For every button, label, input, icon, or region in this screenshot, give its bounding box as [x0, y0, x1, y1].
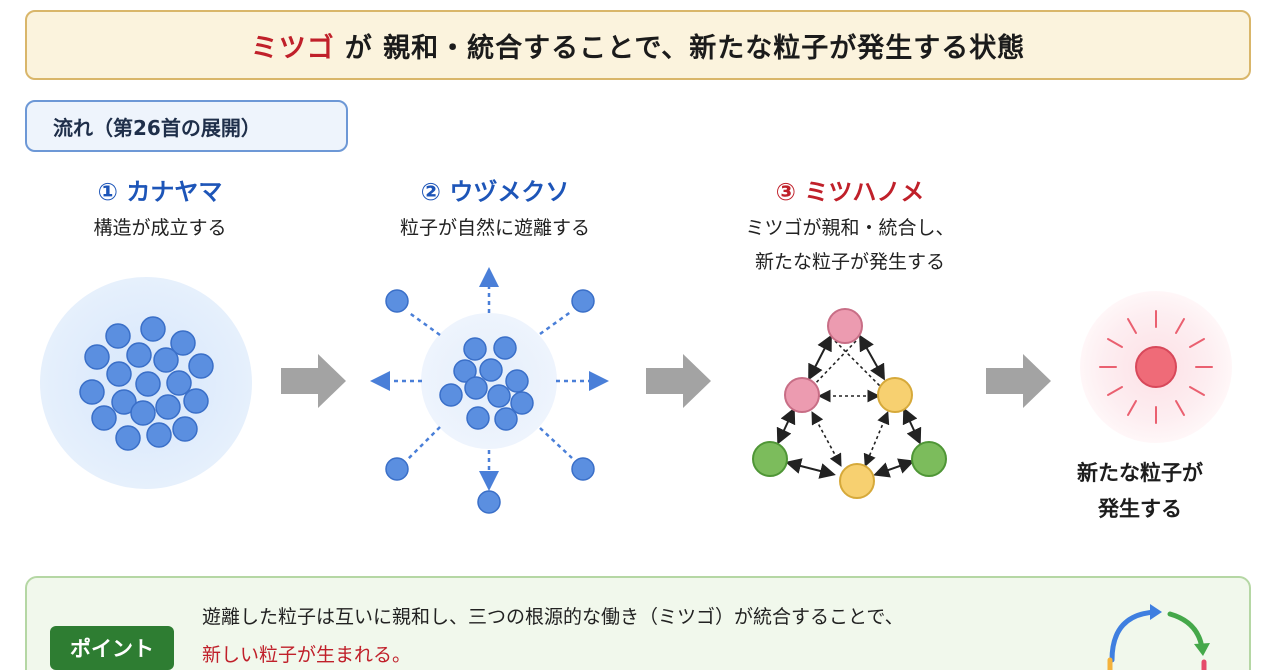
- step3-desc-line2: 新たな粒子が発生する: [754, 251, 945, 273]
- step1-desc: 構造が成立する: [93, 217, 227, 239]
- structure-particles: [79, 316, 214, 451]
- point-text-line2: 新しい粒子が生まれる。: [202, 644, 412, 666]
- step2-desc: 粒子が自然に遊離する: [399, 217, 590, 239]
- node-pink: [784, 377, 820, 413]
- cycle-arrows-icon: [1107, 604, 1210, 670]
- sun-burst-icon: [1099, 310, 1213, 424]
- node-yellow: [877, 377, 913, 413]
- title-text: が 親和・統合することで、新たな粒子が発生する状態: [344, 32, 1026, 64]
- node-green: [752, 441, 788, 477]
- point-badge: ポイント: [50, 626, 174, 670]
- bonding-links: [776, 334, 922, 479]
- node-yellow: [839, 463, 875, 499]
- dispersal-core-particles: [439, 336, 534, 431]
- bonding-nodes: [752, 308, 947, 499]
- point-text-line1: 遊離した粒子は互いに親和し、三つの根源的な働き（ミツゴ）が統合することで、: [202, 606, 904, 628]
- result-text: 新たな粒子が 発生する: [1060, 455, 1220, 527]
- point-box: [25, 576, 1251, 670]
- node-green: [911, 441, 947, 477]
- step1-heading: ① カナヤマ: [97, 178, 223, 206]
- dispersed-particles: [385, 289, 595, 514]
- title-accent: ミツゴ: [250, 32, 335, 64]
- right-arrow-icon: [646, 354, 711, 408]
- step2-heading: ② ウヅメクソ: [420, 178, 570, 206]
- right-arrow-icon: [281, 354, 346, 408]
- flow-label: 流れ（第26首の展開）: [25, 100, 348, 152]
- right-arrow-icon: [986, 354, 1051, 408]
- title-banner: ミツゴ が 親和・統合することで、新たな粒子が発生する状態: [25, 10, 1251, 80]
- step3-desc-line1: ミツゴが親和・統合し、: [745, 217, 955, 239]
- step3-heading: ③ ミツハノメ: [775, 178, 925, 206]
- new-particle: [1135, 346, 1177, 388]
- result-line2: 発生する: [1098, 497, 1182, 521]
- dispersal-arrows: [370, 267, 609, 491]
- result-line1: 新たな粒子が: [1077, 461, 1203, 485]
- node-pink: [827, 308, 863, 344]
